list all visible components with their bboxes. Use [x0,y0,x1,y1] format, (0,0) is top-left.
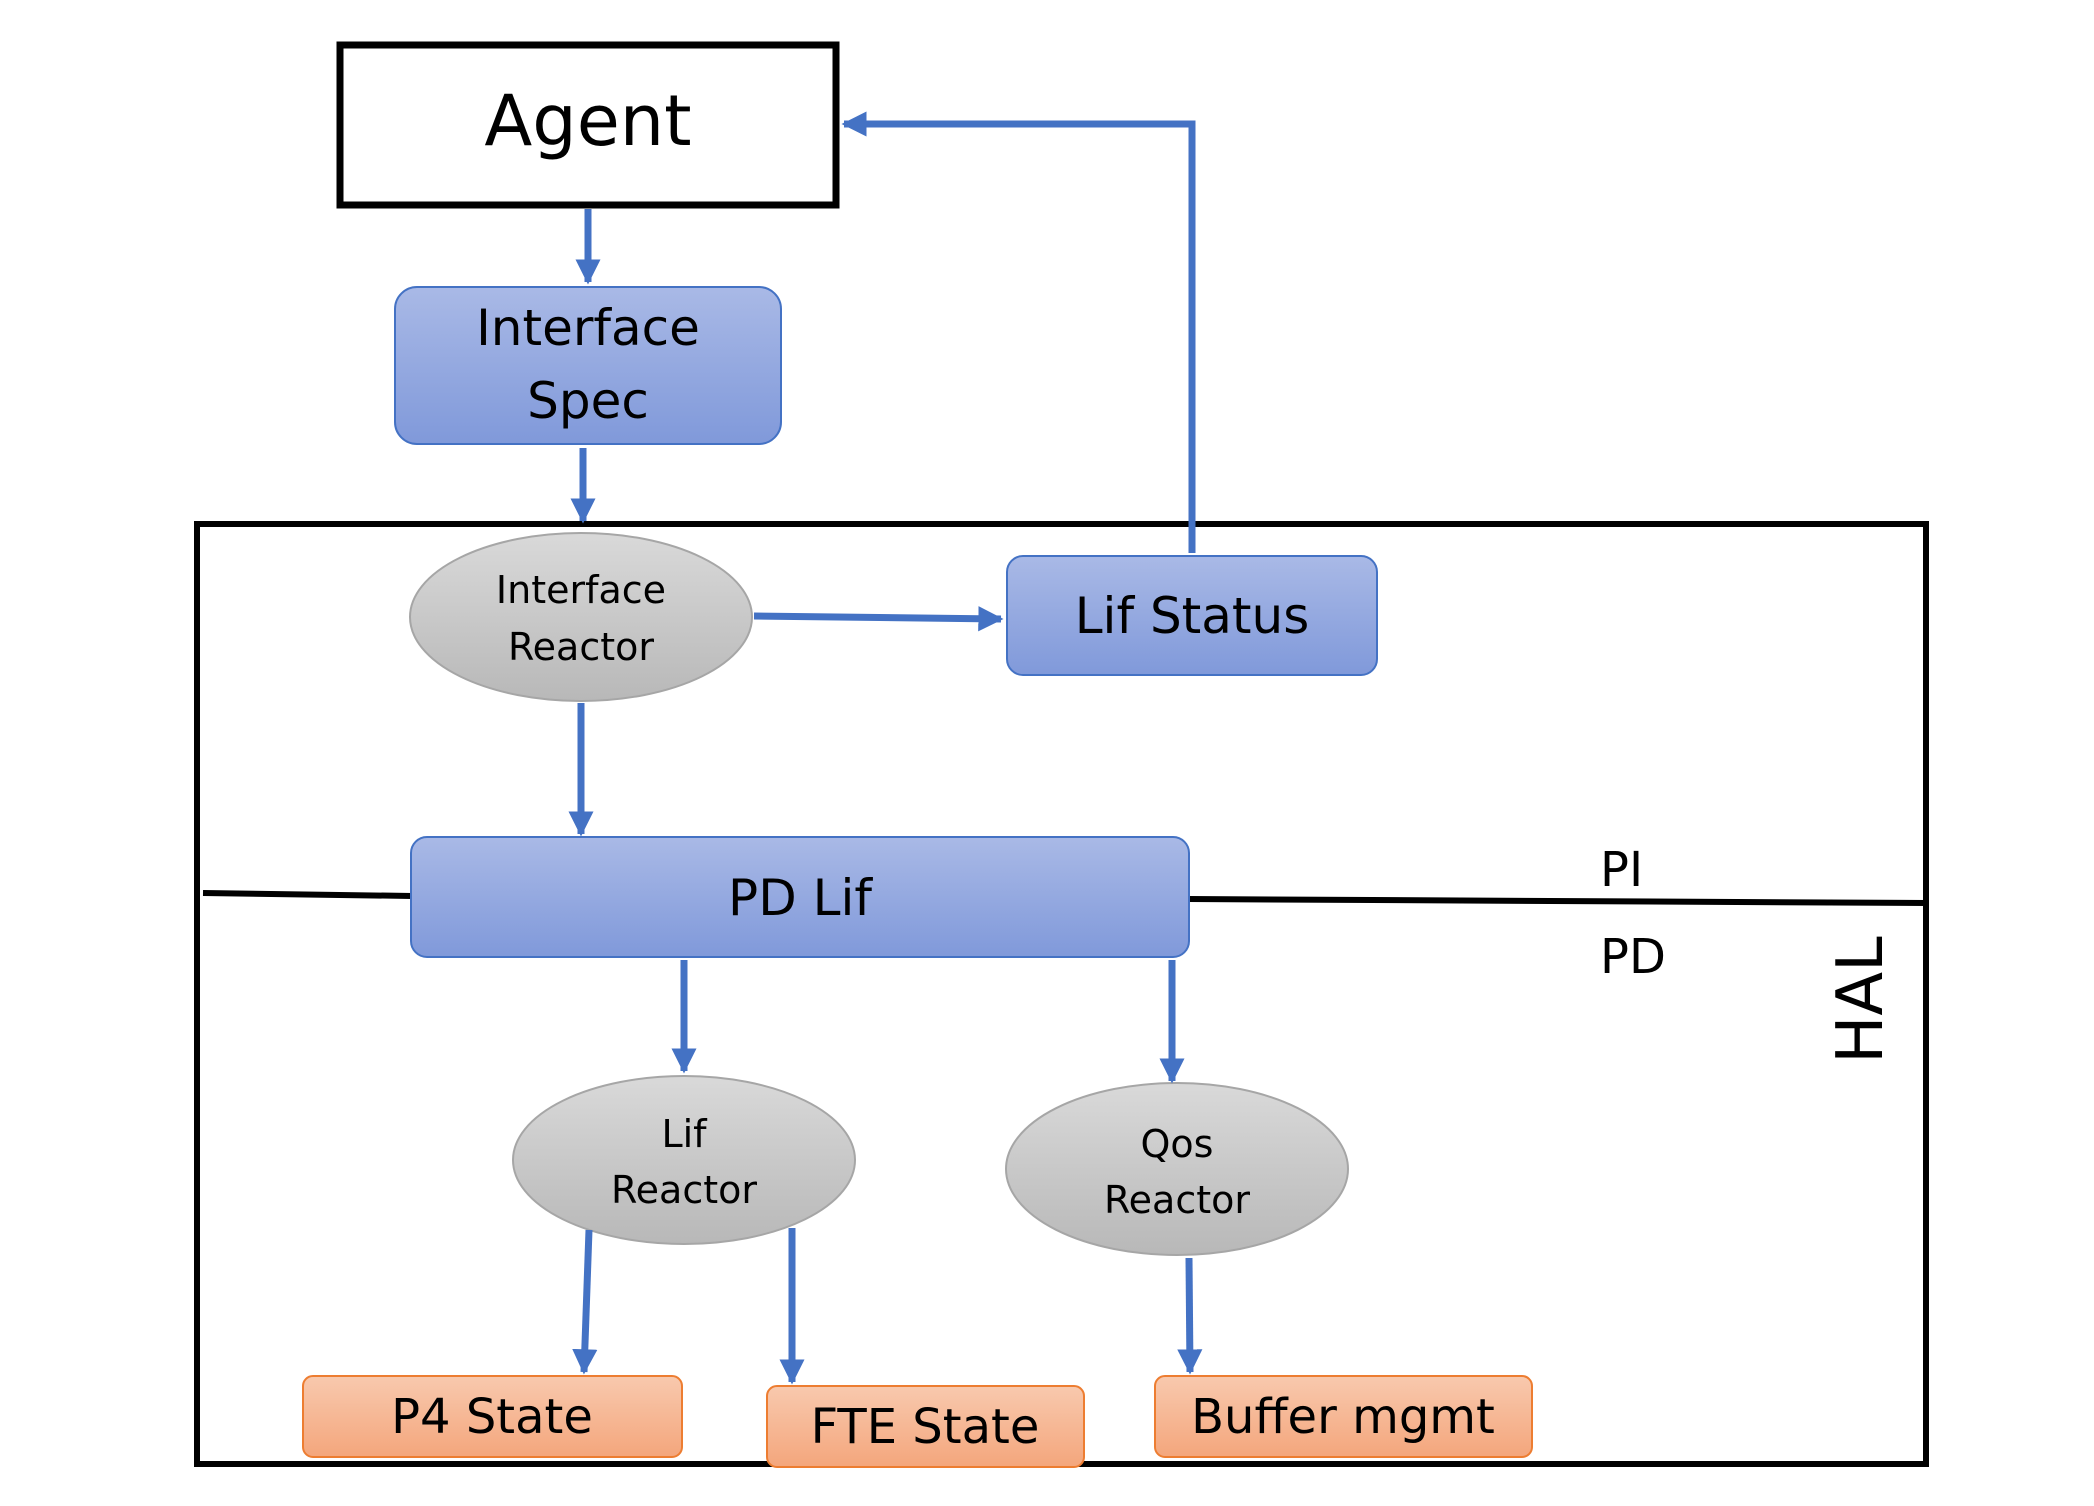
pi-pd-divider-right [1187,896,1927,906]
interface-reactor-label-line1: Interface [496,568,666,612]
agent-node: Agent [336,41,840,209]
lif-reactor-label-line1: Lif [661,1112,708,1156]
qos-reactor-node: Qos Reactor [1005,1082,1349,1256]
interface-reactor-node: Interface Reactor [409,532,753,702]
pd-label: PD [1600,929,1666,985]
pi-pd-divider-left [202,890,413,899]
pi-label: PI [1600,842,1643,898]
lif-status-node: Lif Status [1006,555,1378,676]
p4-state-label: P4 State [391,1389,593,1445]
lif-reactor-label-line2: Reactor [611,1168,757,1212]
arrow-interface-reactor-to-lif-status [753,606,1004,632]
qos-reactor-label-line2: Reactor [1104,1178,1250,1222]
arrow-lif-reactor-to-p4-state [572,1229,598,1375]
arrow-qos-reactor-to-buffer-mgmt [1177,1257,1203,1375]
lif-reactor-node: Lif Reactor [512,1075,856,1245]
pd-lif-node: PD Lif [410,836,1190,958]
arrow-lif-status-to-agent [841,111,1196,553]
buffer-mgmt-label: Buffer mgmt [1191,1389,1495,1445]
qos-reactor-label-line1: Qos [1141,1122,1214,1166]
interface-spec-label-line1: Interface [476,299,700,357]
p4-state-node: P4 State [302,1375,683,1458]
hal-label: HAL [1824,936,1898,1064]
agent-label: Agent [484,80,691,162]
buffer-mgmt-node: Buffer mgmt [1154,1375,1533,1458]
lif-status-label: Lif Status [1075,587,1310,645]
interface-reactor-label-line2: Reactor [508,625,654,669]
fte-state-label: FTE State [811,1399,1040,1455]
interface-spec-node: Interface Spec [394,286,782,445]
pd-lif-label: PD Lif [728,869,873,927]
fte-state-node: FTE State [766,1385,1085,1468]
interface-spec-label-line2: Spec [527,372,649,430]
